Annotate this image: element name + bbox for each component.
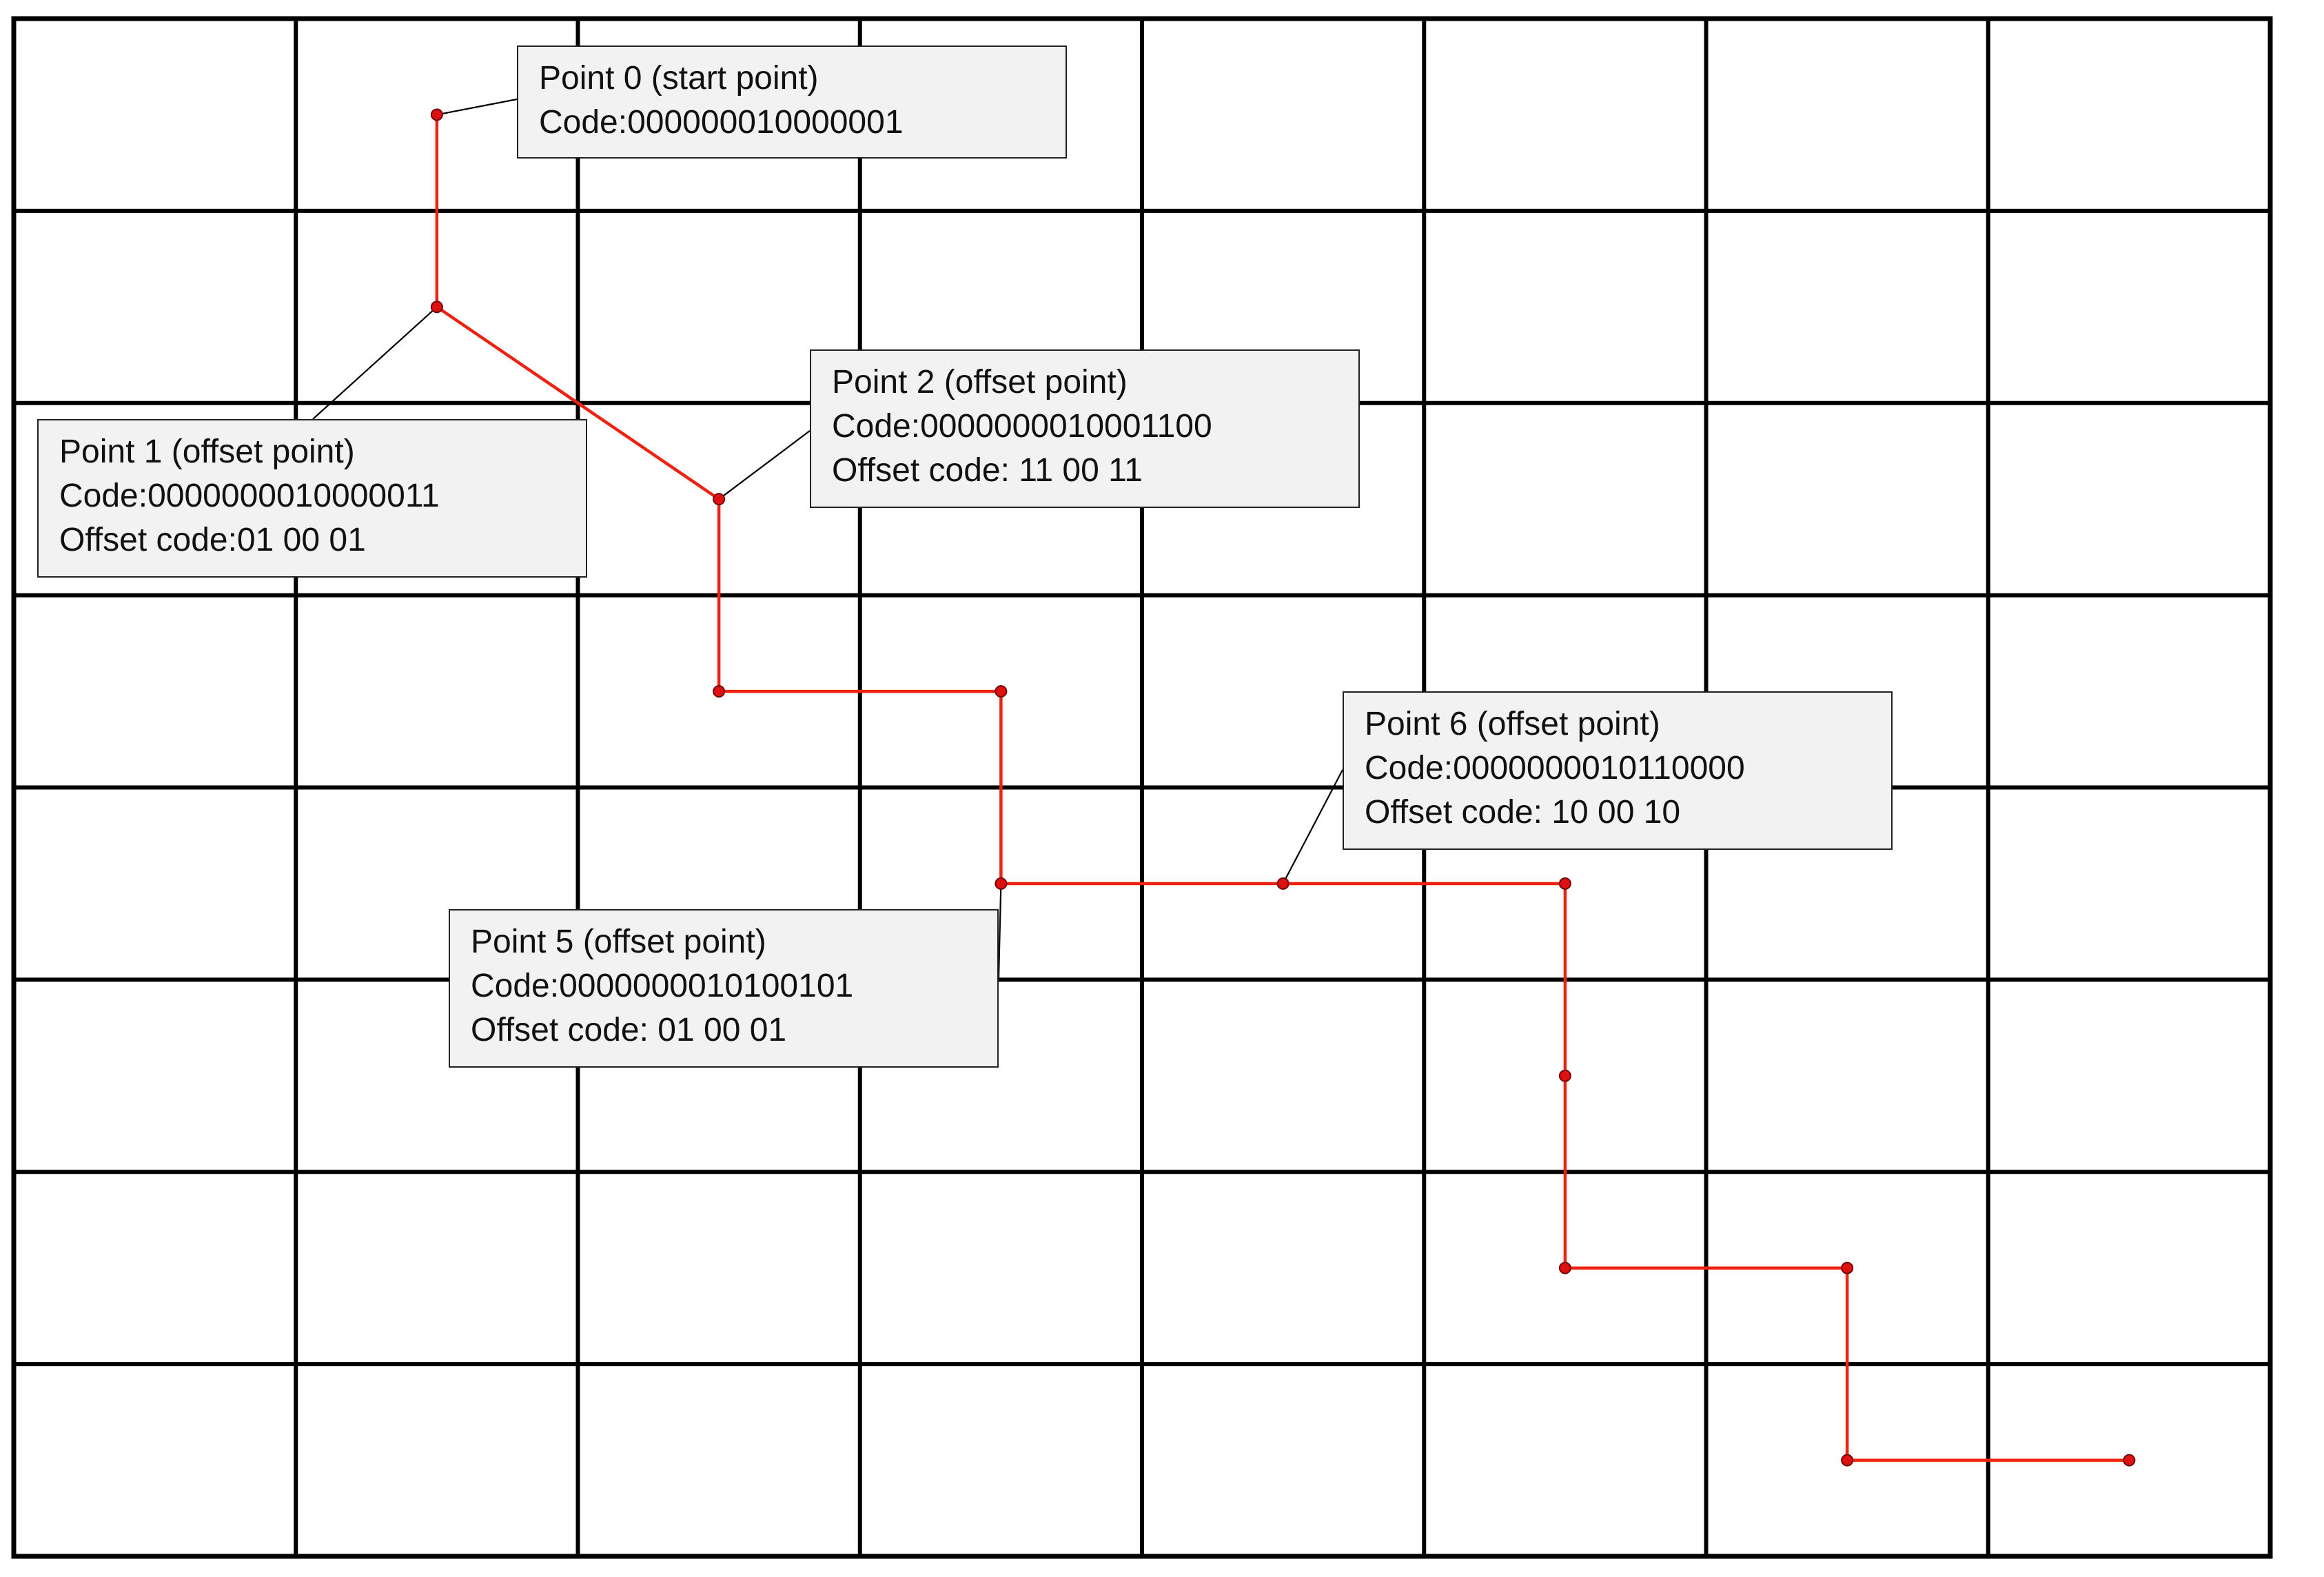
grid [11,16,2273,1559]
path-point-marker [1841,1454,1854,1467]
callout-point-5: Point 5 (offset point) Code:000000001010… [449,909,999,1068]
leader-line [312,306,438,420]
path-point-marker [430,108,443,121]
callout-offset-code: Offset code:01 00 01 [59,522,366,558]
callout-title: Point 2 (offset point) [832,364,1128,400]
callout-code: Code:000000010000001 [539,104,904,141]
path-points [430,108,2136,1467]
path-point-marker [995,685,1008,698]
callout-code: Code:0000000010000011 [59,478,440,514]
callout-title: Point 6 (offset point) [1365,706,1660,742]
callout-title: Point 0 (start point) [539,60,819,96]
offset-path [435,114,2130,1462]
callout-title: Point 5 (offset point) [471,924,766,960]
callout-code: Code:0000000010110000 [1365,750,1745,786]
callout-offset-code: Offset code: 01 00 01 [471,1012,787,1048]
callout-code: Code:0000000010001100 [832,408,1212,445]
path-point-marker [430,301,443,314]
callout-point-6: Point 6 (offset point) Code:000000001011… [1343,691,1893,850]
path-point-marker [1558,1261,1571,1274]
path-point-marker [713,493,726,506]
leader-line [997,883,1002,979]
path-point-marker [1276,877,1290,890]
path-point-marker [1841,1261,1854,1274]
callout-title: Point 1 (offset point) [59,434,355,470]
callout-point-0: Point 0 (start point) Code:0000000100000… [517,45,1067,159]
path-point-marker [1558,1069,1571,1082]
leader-line [718,430,811,500]
callout-point-1: Point 1 (offset point) Code:000000001000… [37,419,587,578]
path-point-marker [995,877,1008,890]
grid-border [11,16,2273,1559]
callout-code: Code:0000000010100101 [471,968,854,1004]
leader-line [1282,769,1343,884]
path-segment [436,305,720,501]
path-point-marker [1558,877,1571,890]
leader-line [436,98,518,116]
callout-offset-code: Offset code: 10 00 10 [1365,794,1681,831]
callout-offset-code: Offset code: 11 00 11 [832,452,1143,489]
callout-point-2: Point 2 (offset point) Code:000000001000… [810,349,1360,508]
callout-leaders [312,98,1343,979]
path-point-marker [713,685,726,698]
path-point-marker [2123,1454,2136,1467]
